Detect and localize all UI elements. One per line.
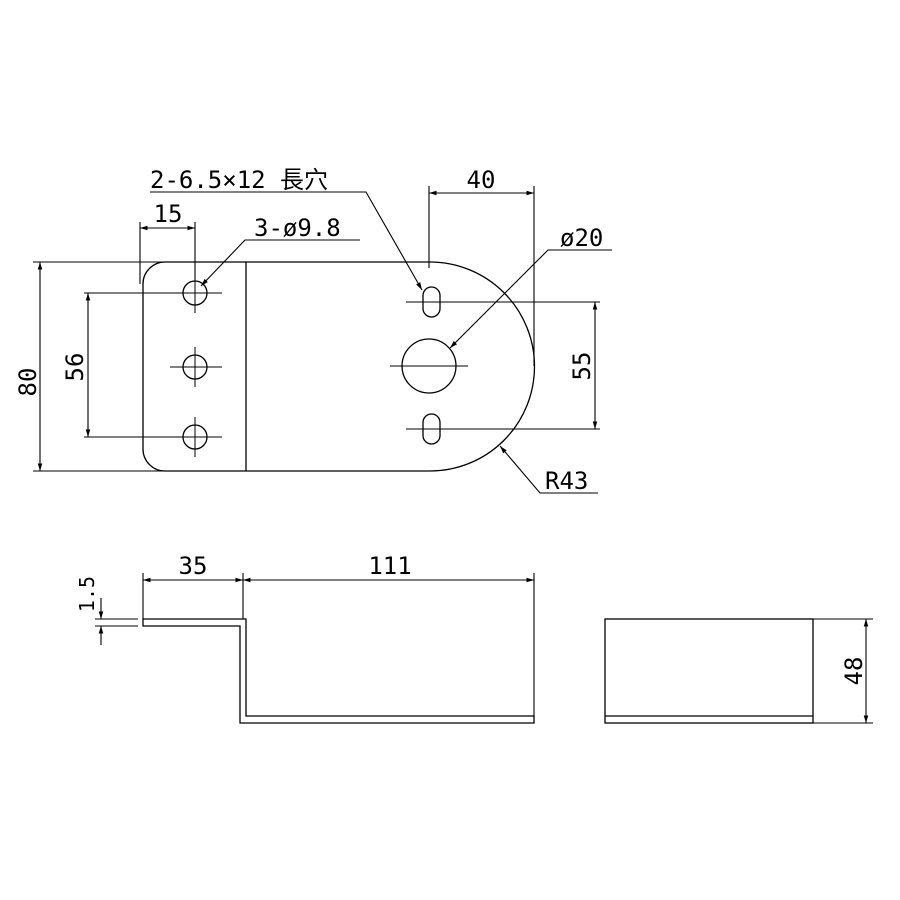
label-111: 111 (368, 552, 411, 580)
leader-slot-spec: 2-6.5×12 長穴 (150, 166, 423, 291)
label-80: 80 (14, 368, 42, 397)
dim-80: 80 (14, 261, 165, 472)
dim-15: 15 (139, 200, 196, 284)
label-r43: R43 (545, 467, 588, 495)
slots (406, 286, 458, 445)
label-55: 55 (568, 352, 596, 381)
label-35: 35 (179, 552, 208, 580)
leader-hole-spec: 3-ø9.8 (200, 214, 360, 287)
label-slot-spec: 2-6.5×12 長穴 (150, 166, 328, 194)
dim-56: 56 (61, 292, 183, 438)
label-48: 48 (840, 657, 868, 686)
leader-r43: R43 (499, 445, 598, 495)
label-40: 40 (467, 166, 496, 194)
plate-outline (142, 261, 536, 472)
dim-40: 40 (428, 166, 535, 366)
dim-35: 35 (142, 552, 244, 619)
label-56: 56 (61, 353, 89, 382)
center-hole (390, 338, 468, 394)
label-1-5: 1.5 (75, 576, 99, 612)
front-view: 48 (604, 618, 873, 724)
label-hole-spec: 3-ø9.8 (254, 214, 341, 242)
round-holes (170, 273, 222, 457)
dim-55: 55 (458, 301, 600, 430)
top-view: 80 56 15 3-ø9.8 2-6.5×12 長穴 (14, 166, 612, 495)
label-dia-20: ø20 (560, 224, 603, 252)
label-15: 15 (154, 200, 183, 228)
front-rect (604, 618, 814, 724)
leader-dia-20: ø20 (449, 224, 612, 349)
dim-48: 48 (813, 618, 873, 724)
side-view: 35 111 1.5 (75, 552, 535, 724)
side-profile (142, 618, 535, 724)
dim-111: 111 (243, 552, 535, 716)
dim-1-5: 1.5 (75, 576, 138, 645)
